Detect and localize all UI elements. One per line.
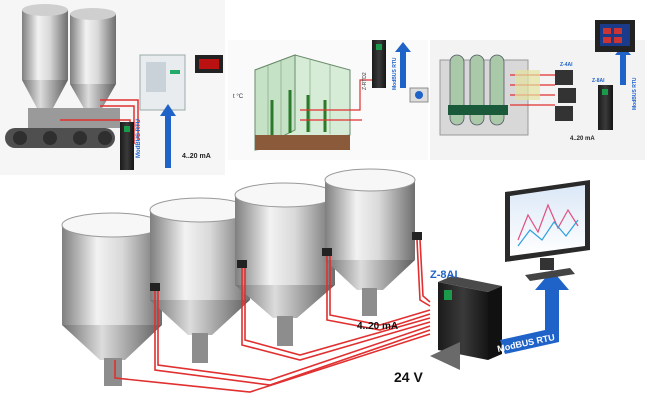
panel-icon [595, 20, 635, 52]
transmitter-icon [598, 85, 613, 130]
conveyor [5, 128, 115, 148]
silo-icon [324, 168, 416, 316]
protocol-small: ModBUS RTU [136, 119, 142, 158]
silo-icon [149, 197, 251, 363]
monitor-icon [409, 87, 429, 103]
module-rack: Z-8AI [592, 78, 605, 84]
panel-cabinet: Z-4AI Z-8AI 4..20 mA ModBUS RTU [430, 20, 645, 160]
power-label: 24 V [394, 369, 423, 385]
protocol-rack: ModBUS RTU [632, 77, 638, 110]
modbus-arrow: ModBUS RTU [496, 270, 569, 354]
greenhouse-icon [254, 54, 351, 151]
protocol-green: ModBUS RTU [392, 57, 398, 90]
silo-icon [61, 212, 163, 386]
current-label: 4..20 mA [357, 321, 398, 332]
current-small-2: 4..20 mA [570, 136, 595, 142]
main-silos: 4..20 mA [61, 168, 431, 393]
module-small: Z-RTD2 [362, 72, 368, 90]
current-small-1: 4..20 mA [182, 153, 211, 160]
display-icon [195, 55, 223, 73]
silo-icon [234, 182, 336, 346]
panel-greenhouse: t °C Z-RTD2 ModBUS RTU [228, 40, 429, 160]
monitor-icon [505, 180, 590, 281]
power-supply: 24 V [394, 342, 460, 385]
temp-unit: t °C [233, 94, 244, 100]
transmitter-icon [555, 70, 576, 121]
panel-hoppers: ModBUS RTU 4..20 mA [0, 0, 225, 175]
z8ai-module: Z-8AI [430, 269, 502, 360]
signal-wires [114, 239, 431, 393]
arrow-icon [500, 270, 569, 354]
transmitter-icon [120, 122, 134, 170]
transmitter-icon [372, 40, 386, 88]
module-name: Z-8AI [430, 269, 458, 281]
silo-icon [22, 4, 116, 112]
arrow-icon [160, 104, 176, 168]
rack-label: Z-4AI [560, 62, 573, 68]
